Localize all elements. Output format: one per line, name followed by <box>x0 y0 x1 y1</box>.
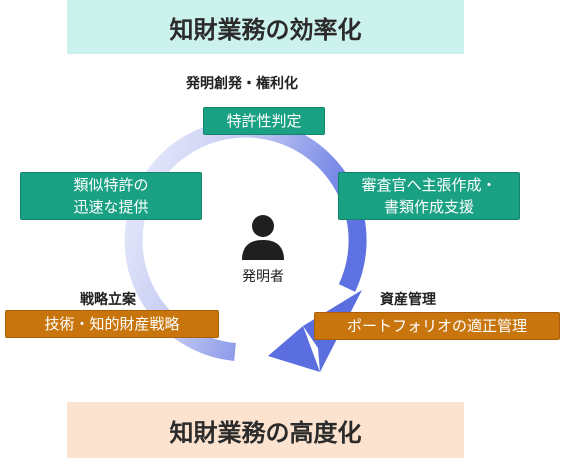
portfolio-label: ポートフォリオの適正管理 <box>346 317 527 335</box>
asset-management-heading: 資産管理 <box>380 292 436 308</box>
patentability-label: 特許性判定 <box>226 112 302 130</box>
ip-strategy-label: 技術・知的財産戦略 <box>44 315 180 333</box>
invention-rights-heading: 発明創発・権利化 <box>186 76 298 92</box>
efficiency-banner: 知財業務の効率化 <box>67 0 464 54</box>
similar-patents-line2: 迅速な提供 <box>73 198 149 216</box>
person-icon <box>242 215 284 260</box>
ip-strategy-box: 技術・知的財産戦略 <box>5 310 219 338</box>
similar-patents-box: 類似特許の 迅速な提供 <box>20 172 202 220</box>
patentability-box: 特許性判定 <box>203 107 325 135</box>
examiner-support-line1: 審査官へ主張作成・ <box>361 176 497 194</box>
sophistication-banner-title: 知財業務の高度化 <box>169 418 362 447</box>
portfolio-box: ポートフォリオの適正管理 <box>314 312 560 340</box>
cycle-arrow-tip <box>268 326 320 372</box>
sophistication-banner: 知財業務の高度化 <box>67 402 464 458</box>
strategy-heading: 戦略立案 <box>80 292 136 308</box>
efficiency-banner-title: 知財業務の効率化 <box>169 15 362 44</box>
examiner-support-box: 審査官へ主張作成・ 書類作成支援 <box>338 172 520 220</box>
inventor-label: 発明者 <box>242 269 284 285</box>
examiner-support-line2: 書類作成支援 <box>383 198 474 216</box>
similar-patents-line1: 類似特許の <box>73 176 149 194</box>
